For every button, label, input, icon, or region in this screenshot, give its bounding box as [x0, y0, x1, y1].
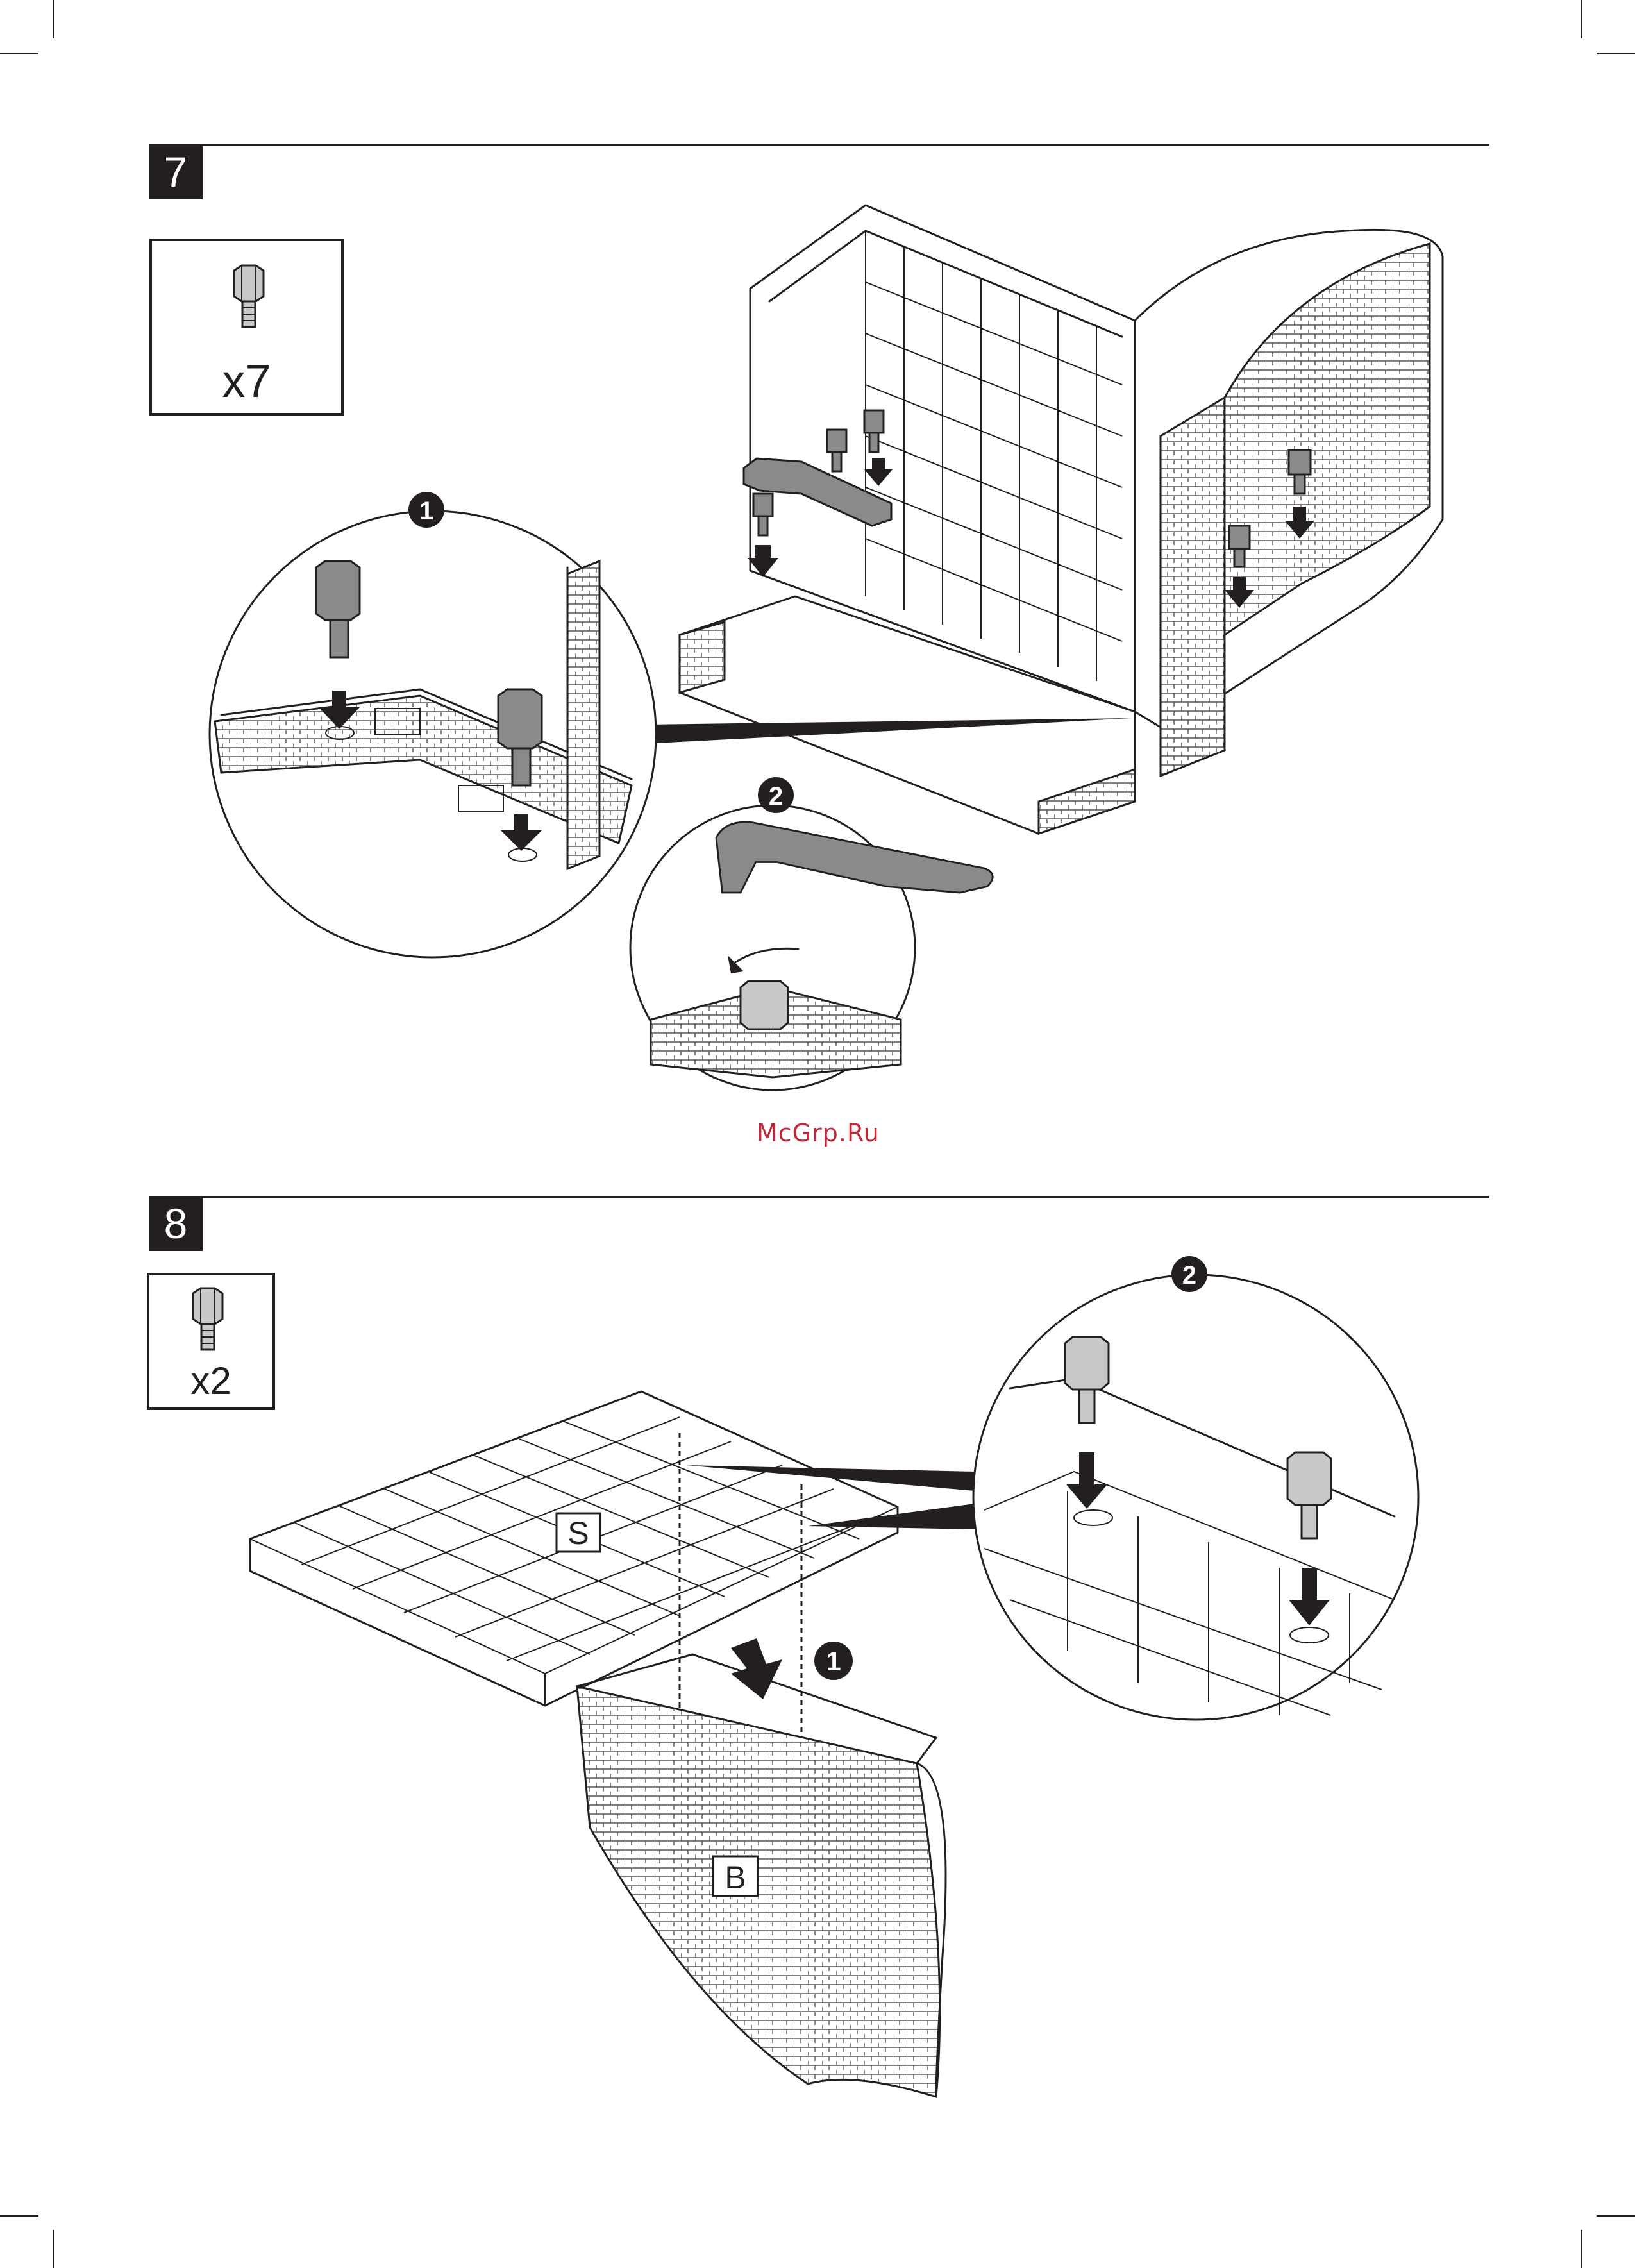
step-number-badge: 8: [149, 1196, 203, 1251]
step-divider: [149, 144, 1489, 146]
crop-mark: [1581, 2230, 1582, 2268]
watermark: McGrp.Ru: [757, 1119, 880, 1147]
chair-frame-drawing: [673, 186, 1468, 866]
svg-text:2: 2: [1182, 1261, 1196, 1289]
callout-connector: [686, 1456, 975, 1539]
step-divider: [149, 1196, 1489, 1198]
crop-mark: [53, 0, 54, 38]
svg-text:1: 1: [419, 497, 433, 525]
svg-text:1: 1: [826, 1646, 841, 1676]
svg-text:S: S: [567, 1515, 589, 1551]
callout-connector: [644, 705, 1132, 757]
svg-text:2: 2: [769, 782, 783, 811]
detail-callout-2: 2: [971, 1266, 1420, 1728]
crop-mark: [1597, 53, 1635, 54]
crop-mark: [1597, 2215, 1635, 2217]
detail-callout-1: 1: [208, 510, 657, 959]
svg-text:B: B: [725, 1860, 746, 1895]
detail-callout-2: 2: [632, 795, 939, 1103]
crop-mark: [1581, 0, 1582, 38]
parts-box: x7: [149, 239, 344, 416]
crop-mark: [0, 53, 38, 54]
crop-mark: [0, 2215, 38, 2217]
crop-mark: [53, 2230, 54, 2268]
step-number-badge: 7: [149, 144, 203, 199]
parts-quantity: x7: [152, 355, 341, 408]
